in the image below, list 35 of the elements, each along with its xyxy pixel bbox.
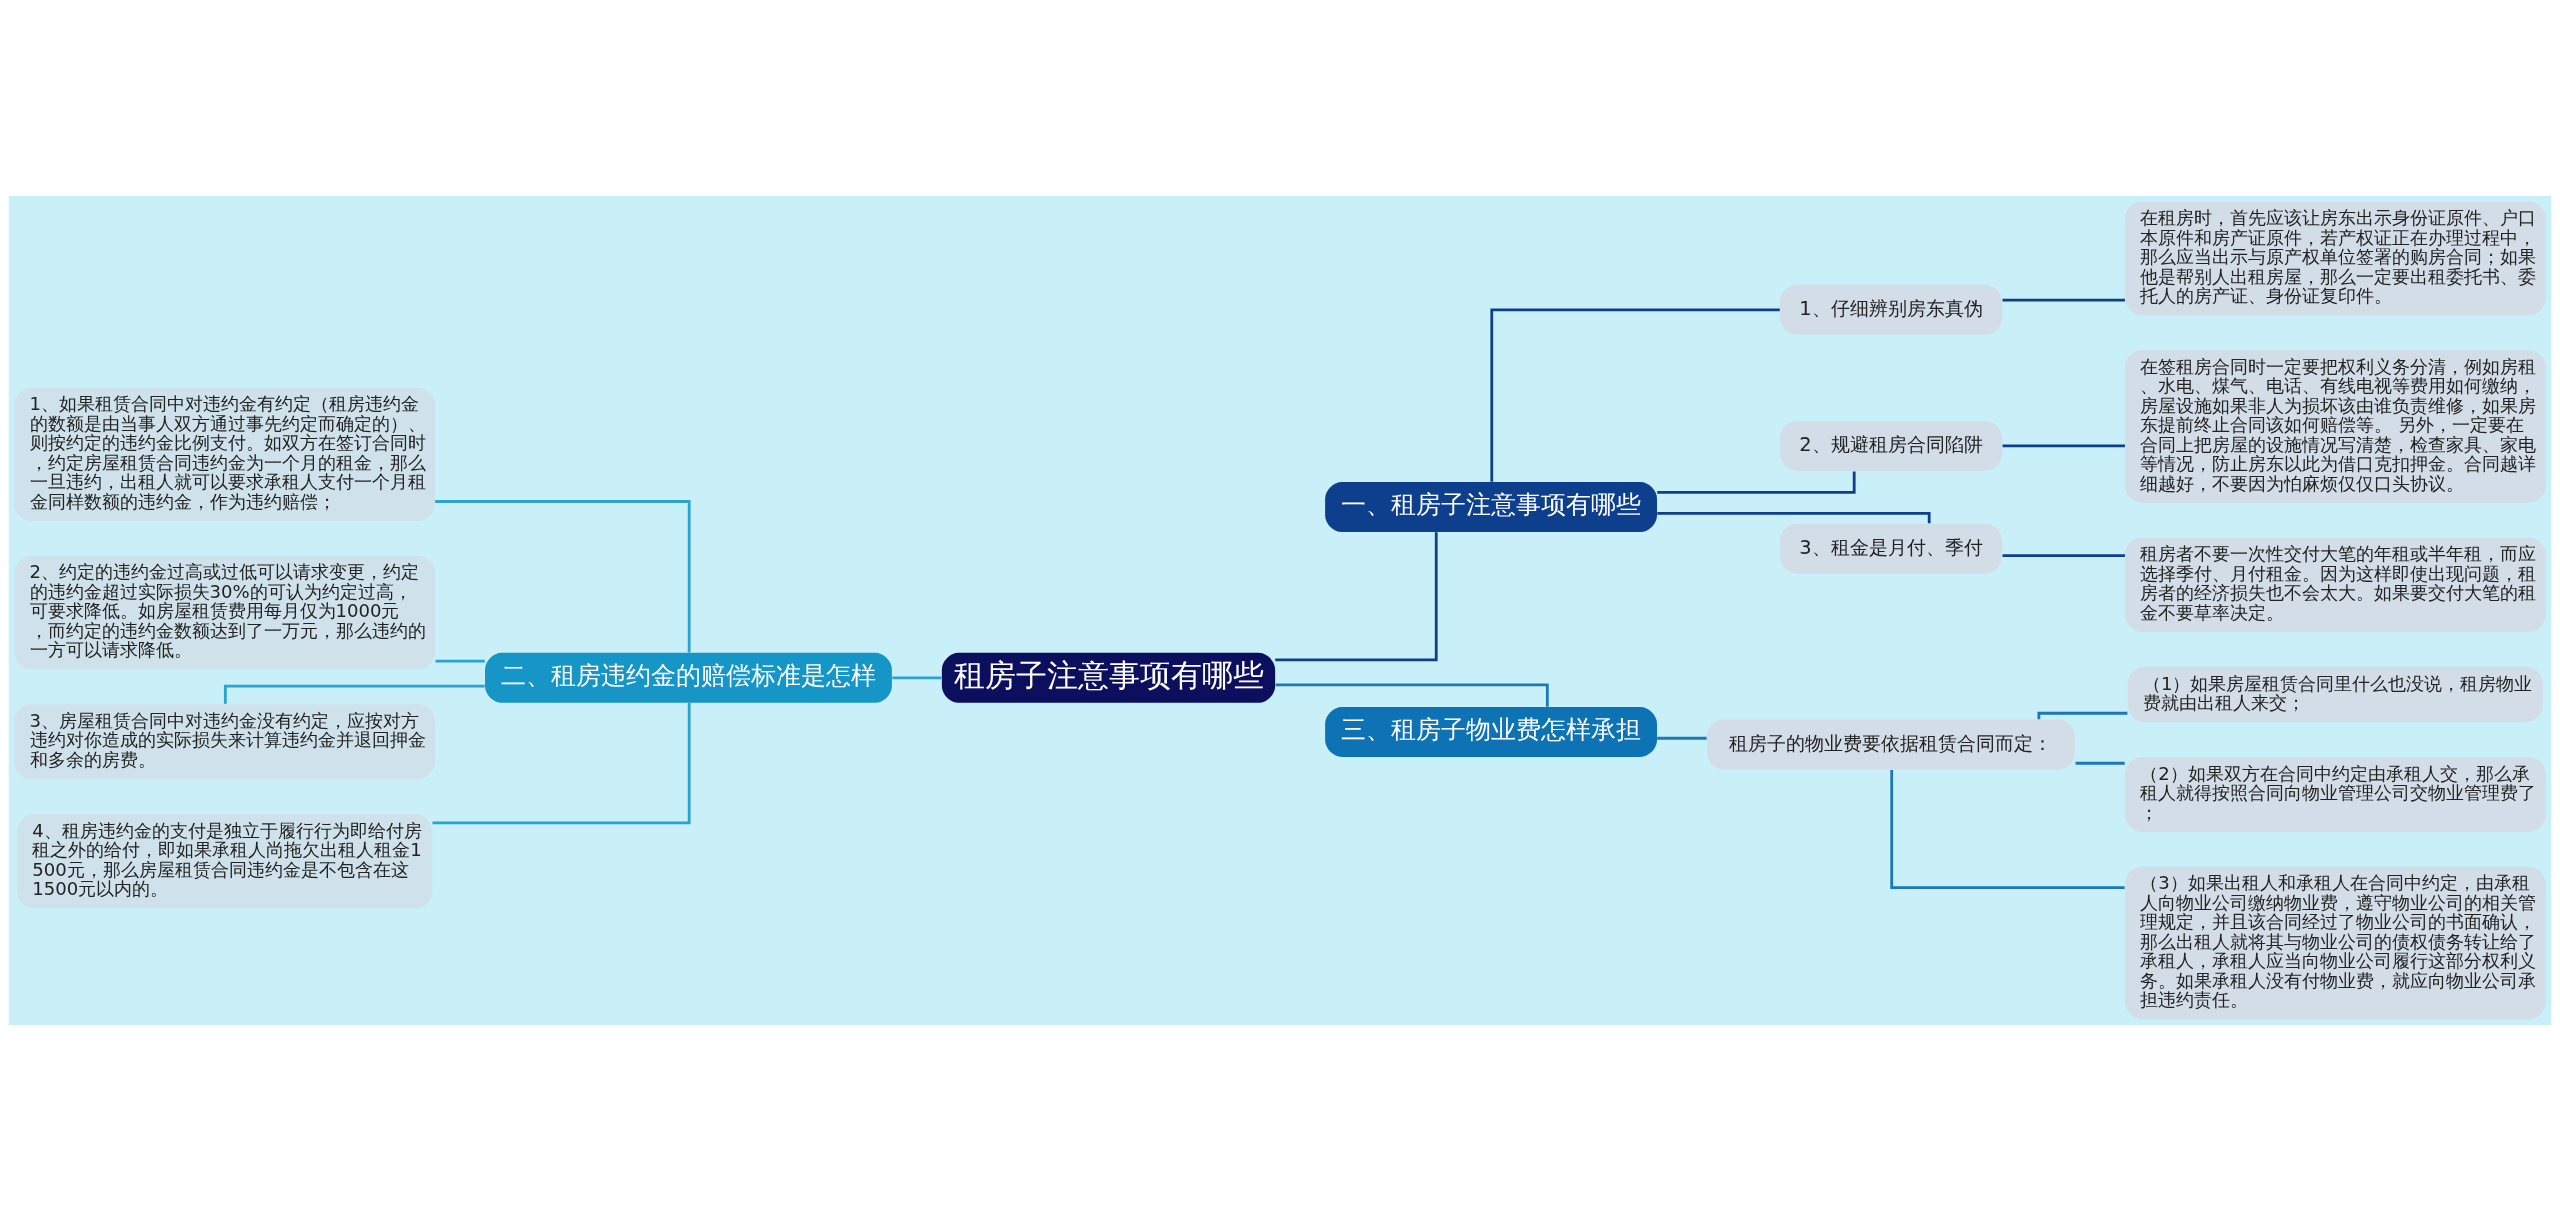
connector xyxy=(1275,531,1438,661)
node-box: 4、租房违约金的支付是独立于履行行为即给付房租之外的给付，即如果承租人尚拖欠出租人租金1500元，那么房屋租赁合同违约金是不包含在这1500元以内的。 xyxy=(17,813,433,908)
node-box: 租房子的物业费要依据租赁合同而定： xyxy=(1707,719,2075,769)
connector xyxy=(223,684,485,704)
node-box: 租房者不要一次性交付大笔的年租或半年租，而应选择季付、月付租金。因为这样即使出现问题，租房者的经济损失也不会太大。如果要交付大笔的租金不要草率决定。 xyxy=(2124,537,2546,632)
node-box: 二、租房违约金的赔偿标准是怎样 xyxy=(485,652,892,703)
node-box: 在租房时，首先应该让房东出示身份证原件、户口本原件和房产证原件，若产权证正在办理过程中，那么应当出示与原产权单位签署的购房合同；如果他是帮别人出租房屋，那么一定要出租委托书、委托人的房产证、身份证复印件。 xyxy=(2124,201,2546,315)
connector xyxy=(2075,761,2125,765)
node-box: 一、租房子注意事项有哪些 xyxy=(1325,481,1657,532)
connector xyxy=(2037,711,2128,719)
node-box: （3）如果出租人和承租人在合同中约定，由承租人向物业公司缴纳物业费，遵守物业公司的相关管理规定，并且该合同经过了物业公司的书面确认，那么出租人就将其与物业公司的债权债务转让给了承租人，承租人应当向物业公司履行这部分权利义务。如果承租人没有付物业费，就应向物业公司承担违约责任。 xyxy=(2124,866,2546,1019)
node-box: 3、租金是月付、季付 xyxy=(1779,523,2003,574)
connector xyxy=(432,702,691,824)
connector xyxy=(1657,511,1931,523)
node-box: 2、约定的违约金过高或过低可以请求变更，约定的违约金超过实际损失30%的可认为约定过高，可要求降低。如房屋租赁费用每月仅为1000元，而约定的违约金数额达到了一万元，那么违约的一方可以请求降低。 xyxy=(14,555,436,669)
connector xyxy=(2002,298,2125,302)
node-box: 3、房屋租赁合同中对违约金没有约定，应按对方违约对你造成的实际损失来计算违约金并退回押金和多余的房费。 xyxy=(14,703,436,779)
connector xyxy=(2002,444,2125,447)
node-box: 租房子注意事项有哪些 xyxy=(941,652,1276,703)
node-box: 在签租房合同时一定要把权利义务分清，例如房租、水电、煤气、电话、有线电视等费用如何缴纳，房屋设施如果非人为损坏该由谁负责维修，如果房东提前终止合同该如何赔偿等。 另外，一定要在合同上把房屋的设施情况写清楚，检查家具、家电等情况，防止房东以此为借口克扣押金。合同越详细越好，不要因为怕麻烦仅仅口头协议。 xyxy=(2124,349,2546,503)
connector xyxy=(1890,769,2125,889)
connector xyxy=(892,675,942,679)
connector xyxy=(1490,308,1780,482)
connector xyxy=(1657,736,1707,740)
node-box: 2、规避租房合同陷阱 xyxy=(1779,420,2003,471)
connector xyxy=(2002,553,2125,557)
node-box: 三、租房子物业费怎样承担 xyxy=(1325,706,1657,757)
connector xyxy=(435,499,691,653)
node-box: （1）如果房屋租赁合同里什么也没说，租房物业费就由出租人来交； xyxy=(2127,666,2543,722)
node-box: 1、如果租赁合同中对违约金有约定（租房违约金的数额是由当事人双方通过事先约定而确定的）、则按约定的违约金比例支付。如双方在签订合同时，约定房屋租赁合同违约金为一个月的租金，那么一旦违约，出租人就可以要求承租人支付一个月租金同样数额的违约金，作为违约赔偿； xyxy=(14,387,436,521)
node-box: （2）如果双方在合同中约定由承租人交，那么承租人就得按照合同向物业管理公司交物业管理费了； xyxy=(2124,756,2546,832)
connector xyxy=(1275,682,1549,707)
node-box: 1、仔细辨别房东真伪 xyxy=(1779,284,2003,335)
connector xyxy=(435,659,485,663)
connector xyxy=(1657,470,1856,494)
